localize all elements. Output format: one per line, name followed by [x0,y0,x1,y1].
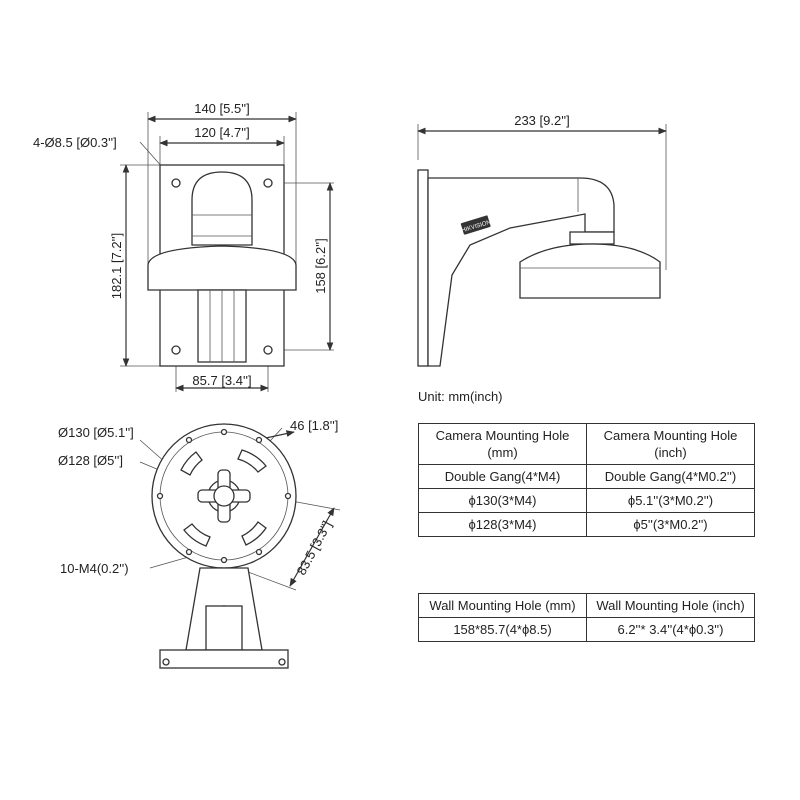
dia-outer-label: Ø130 [Ø5.1''] [58,425,134,440]
holes-label: 4-Ø8.5 [Ø0.3''] [33,135,117,150]
dim83-label: 83.5 [3.3''] [294,518,335,577]
camera-mounting-hole-table: Camera Mounting Hole (mm) Camera Mountin… [418,423,755,537]
arc-slot [237,449,267,473]
table-cell: 158*85.7(4*ϕ8.5) [418,617,587,642]
mount-hole [171,345,181,355]
front-view: 140 [5.5''] 120 [4.7''] 4-Ø8.5 [Ø0.3''] … [33,101,334,392]
table-row: ϕ128(3*M4) ϕ5''(3*M0.2'') [418,512,755,537]
dim46-label: 46 [1.8''] [290,418,338,433]
screw-hole [220,428,228,436]
screw-hole [255,548,263,556]
side-view: HIKVISION 233 [9.2''] [417,113,667,367]
hole-spacing-y-label: 158 [6.2''] [313,238,328,294]
table-header-row: Wall Mounting Hole (mm) Wall Mounting Ho… [418,593,755,618]
table-cell: 6.2''* 3.4''(4*ϕ0.3'') [586,617,755,642]
arc-slot [241,521,267,546]
screw-hole [185,436,193,444]
pendant-cap [147,245,297,291]
depth-label: 233 [9.2''] [514,113,570,128]
mount-hole [171,178,181,188]
screw-hole [220,556,228,564]
screw-hole [255,436,263,444]
table-cell: ϕ5.1''(3*M0.2'') [586,488,755,513]
screw-hole [156,492,164,500]
table-row: ϕ130(3*M4) ϕ5.1''(3*M0.2'') [418,488,755,513]
screw-holes-label: 10-M4(0.2'') [60,561,129,576]
wall-mounting-hole-table: Wall Mounting Hole (mm) Wall Mounting Ho… [418,593,755,642]
table-header-cell: Wall Mounting Hole (inch) [586,593,755,618]
base-hole [162,658,170,666]
base-hole [278,658,286,666]
height-overall-label: 182.1 [7.2''] [109,233,124,299]
dia-inner-label: Ø128 [Ø5''] [58,453,123,468]
arc-slot [183,523,211,547]
side-cap [519,243,661,299]
mount-hole [263,178,273,188]
screw-hole [284,492,292,500]
table-header-cell: Camera Mounting Hole (inch) [586,423,755,465]
screw-hole [185,548,193,556]
table-cell: Double Gang(4*M4) [418,464,587,489]
dim83-line [289,507,335,587]
arc-slot [180,451,203,476]
bottom-base-plate [159,649,289,669]
hole-spacing-x-label: 120 [4.7''] [194,125,250,140]
table-row: 158*85.7(4*ϕ8.5) 6.2''* 3.4''(4*ϕ0.3'') [418,617,755,642]
table-cell: ϕ5''(3*M0.2'') [586,512,755,537]
table-cell: Double Gang(4*M0.2'') [586,464,755,489]
unit-label: Unit: mm(inch) [418,389,503,404]
arm-neck [191,171,253,246]
table-row: Double Gang(4*M4) Double Gang(4*M0.2'') [418,464,755,489]
table-cell: ϕ130(3*M4) [418,488,587,513]
table-header-cell: Camera Mounting Hole (mm) [418,423,587,465]
table-cell: ϕ128(3*M4) [418,512,587,537]
mount-hole [263,345,273,355]
table-header-cell: Wall Mounting Hole (mm) [418,593,587,618]
table-header-row: Camera Mounting Hole (mm) Camera Mountin… [418,423,755,465]
bottom-view: Ø130 [Ø5.1''] Ø128 [Ø5''] 10-M4(0.2'') 4… [58,418,341,669]
bottom-width-label: 85.7 [3.4''] [192,373,251,388]
bracket-neck [569,231,615,245]
wall-plate [417,169,429,367]
width-overall-label: 140 [5.5''] [194,101,250,116]
